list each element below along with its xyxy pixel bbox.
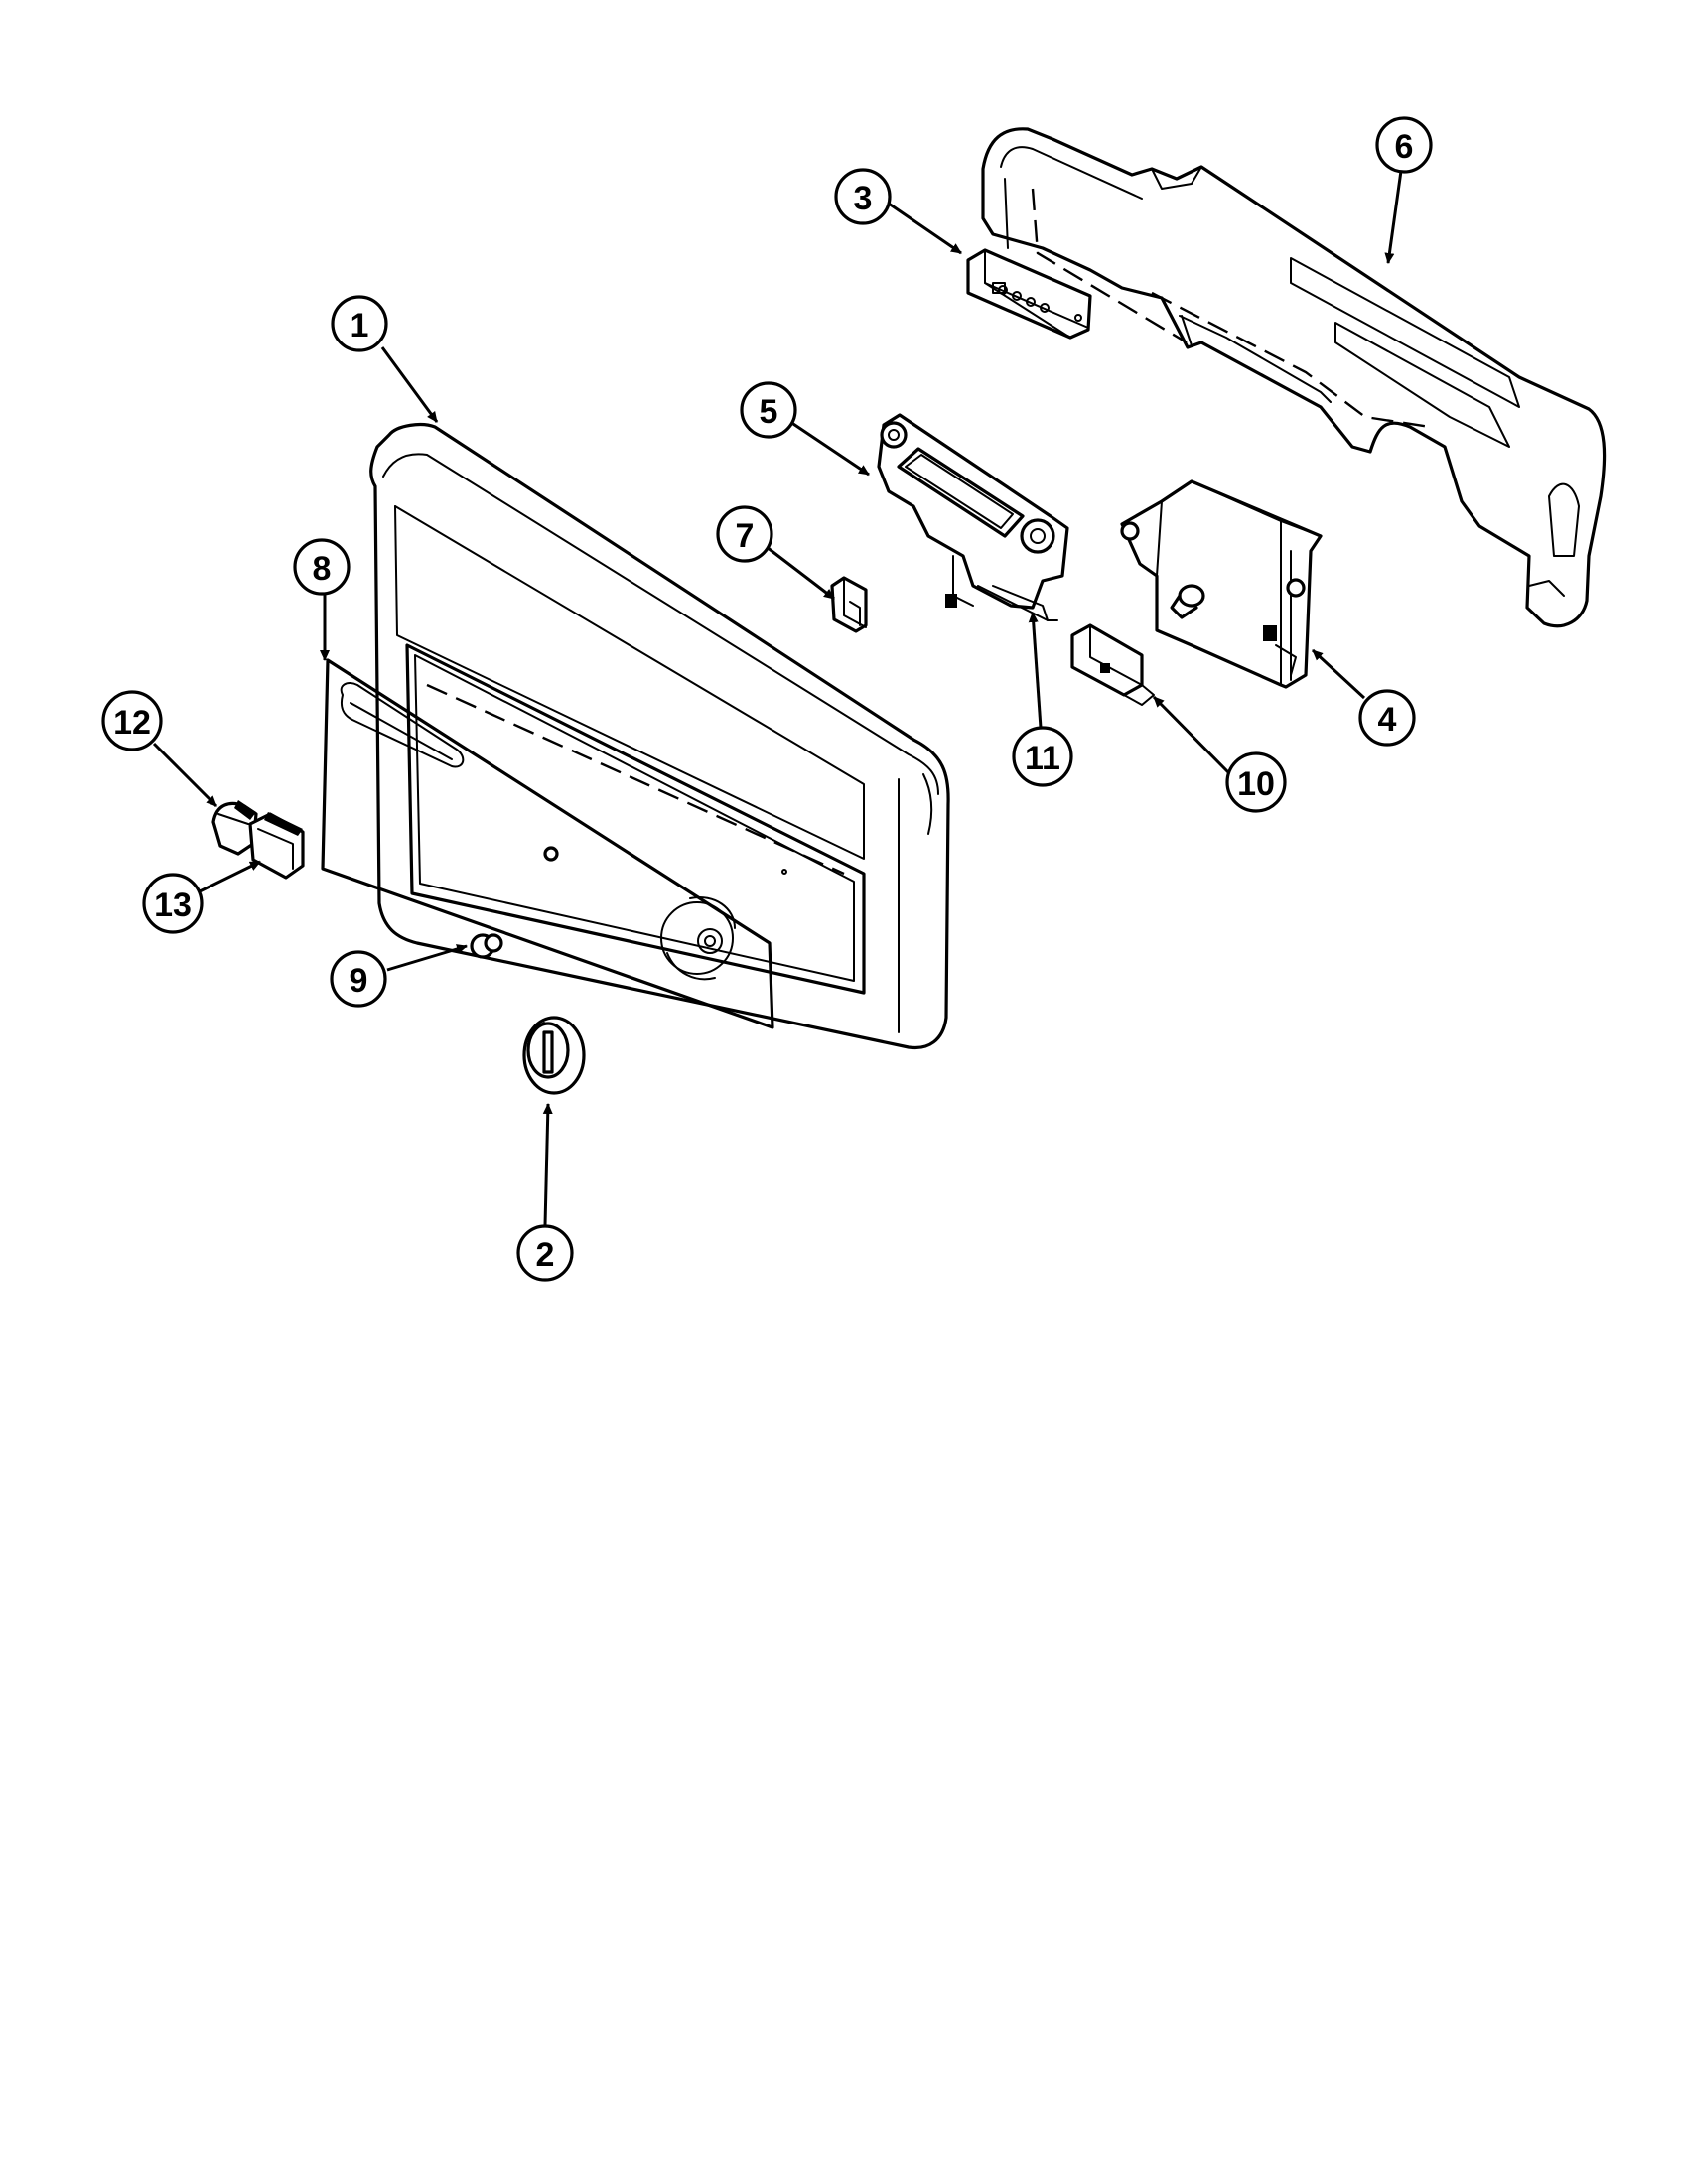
callout-9-label: 9	[350, 962, 368, 1000]
part-clip	[830, 576, 868, 633]
callout-8-label: 8	[313, 550, 332, 588]
callout-5-label: 5	[760, 393, 778, 431]
callout-5: 5	[740, 381, 797, 439]
callout-1-label: 1	[351, 307, 369, 344]
part-control-panel	[369, 423, 950, 1050]
callout-2-label: 2	[536, 1236, 555, 1274]
callout-11-label: 11	[1025, 740, 1060, 777]
callout-8: 8	[293, 538, 351, 596]
callout-6-label: 6	[1395, 128, 1414, 166]
callout-1: 1	[331, 295, 388, 352]
callout-3-label: 3	[854, 180, 873, 217]
callout-3: 3	[834, 168, 892, 225]
part-knob	[522, 1016, 586, 1095]
part-micro-switch	[1070, 623, 1155, 706]
callout-7-label: 7	[736, 517, 755, 555]
part-switch-pad	[248, 812, 305, 880]
callout-9: 9	[330, 950, 387, 1008]
callout-2: 2	[516, 1224, 574, 1282]
part-console-overlay	[321, 658, 774, 1029]
callout-10-label: 10	[1237, 765, 1275, 803]
callout-6: 6	[1375, 116, 1433, 174]
part-button-cap	[211, 800, 258, 856]
part-rear-housing	[981, 127, 1607, 628]
callout-11: 11	[1012, 726, 1073, 787]
callout-12-label: 12	[113, 704, 151, 742]
callout-4: 4	[1358, 689, 1416, 747]
part-terminal-block	[966, 248, 1092, 340]
part-timer	[1120, 479, 1323, 689]
callout-13: 13	[142, 873, 204, 934]
part-slide-plate	[977, 585, 1058, 621]
callout-10: 10	[1225, 751, 1287, 813]
callout-12: 12	[101, 690, 163, 751]
leader-lines	[152, 170, 1403, 1226]
callout-7: 7	[716, 505, 773, 563]
callout-13-label: 13	[154, 887, 192, 924]
part-grommet	[470, 933, 503, 959]
part-latch-bracket	[877, 413, 1069, 621]
callout-4-label: 4	[1378, 701, 1397, 739]
